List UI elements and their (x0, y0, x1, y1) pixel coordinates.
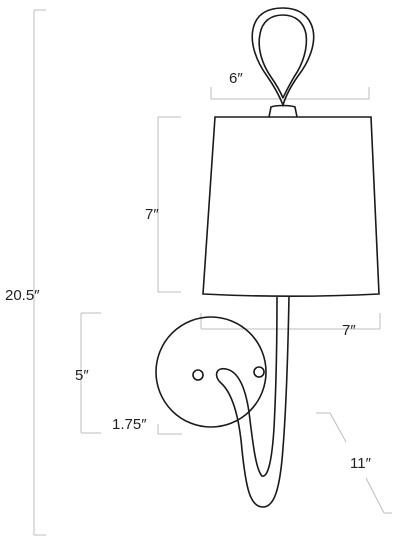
overall-height-dimension-line (33, 9, 46, 536)
shade-height-dimension-line (157, 116, 181, 293)
backplate-height-label: 5″ (75, 367, 89, 384)
overall-height-label: 20.5″ (5, 287, 40, 304)
shade-top-width-label: 6″ (229, 70, 243, 87)
lamp-shade (202, 116, 380, 298)
extension-label: 11″ (350, 455, 371, 472)
backplate-depth-label: 1.75″ (112, 416, 147, 433)
shade-top-width-dimension-line (210, 87, 370, 100)
mounting-screw-right (253, 366, 265, 378)
backplate-height-dimension-line (80, 312, 101, 434)
mounting-screw-left (192, 369, 204, 381)
extension-dimension-line (316, 412, 392, 514)
shade-cap (268, 104, 298, 118)
shade-height-label: 7″ (145, 206, 159, 223)
hanging-loop (251, 7, 315, 108)
backplate-depth-dimension-line (157, 424, 182, 435)
wall-backplate (155, 316, 267, 428)
shade-bottom-width-dimension-line (200, 313, 381, 330)
shade-bottom-width-label: 7″ (342, 322, 356, 339)
curved-arm (215, 295, 290, 508)
